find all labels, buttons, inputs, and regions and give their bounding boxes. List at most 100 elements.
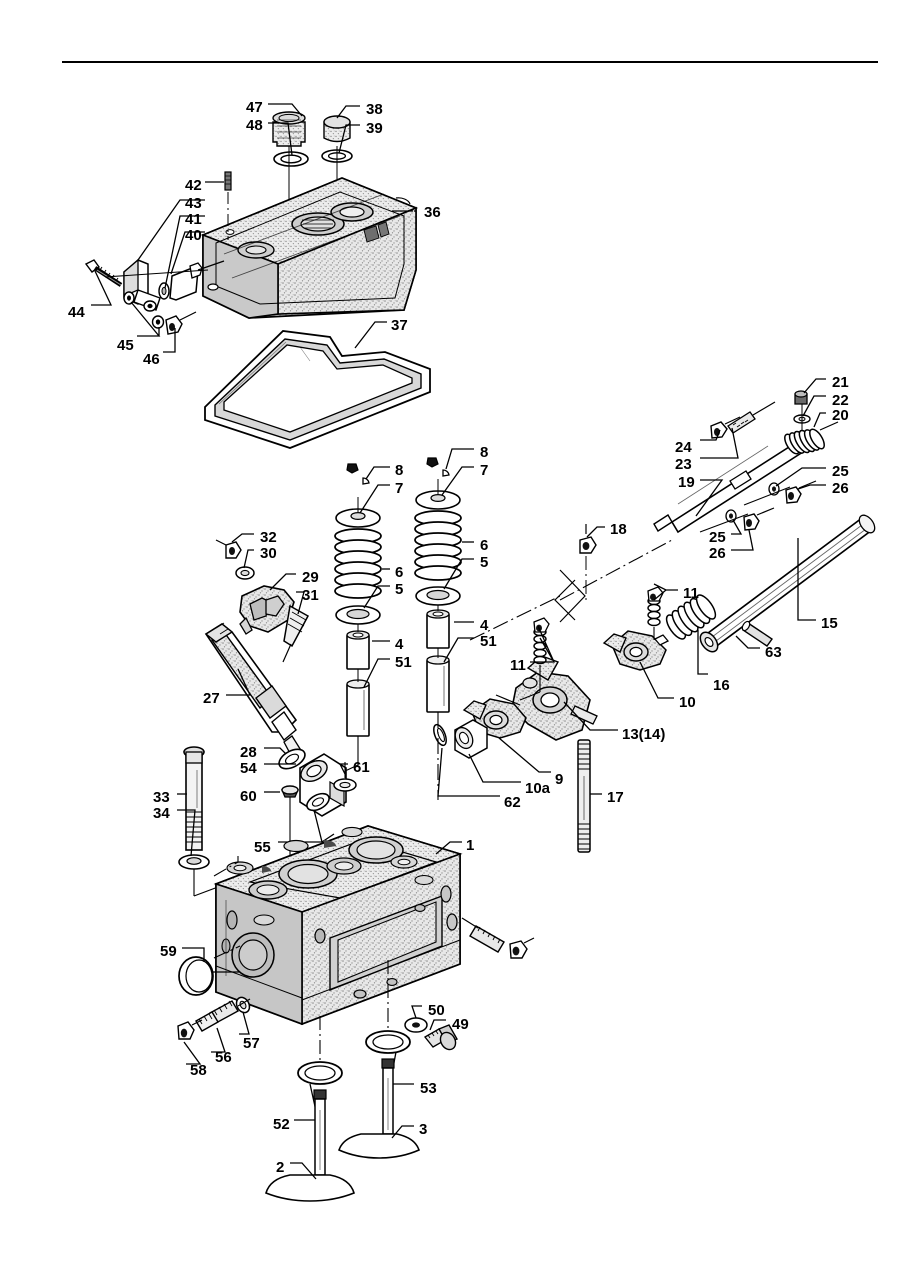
part-4-valve-guide-a: [346, 630, 370, 670]
callout-4-right: 4: [480, 617, 489, 634]
leader-50: [411, 1005, 422, 1019]
leader-18: [586, 526, 605, 538]
part-7-retainer-a: [335, 508, 381, 528]
callout-6-right: 6: [480, 537, 489, 554]
callout-44: 44: [68, 304, 85, 321]
callout-51-right: 51: [480, 633, 497, 650]
callout-55: 55: [254, 839, 271, 856]
leader-46: [163, 328, 176, 353]
callout-49: 49: [452, 1016, 469, 1033]
part-26a-nut: [785, 480, 817, 504]
part-62-circlip: [433, 723, 447, 747]
callout-37: 37: [391, 317, 408, 334]
part-34-washer: [178, 854, 227, 897]
leader-2: [290, 1162, 317, 1180]
callout-26-upper: 26: [832, 480, 849, 497]
leader-8b: [445, 448, 474, 470]
callout-27: 27: [203, 690, 220, 707]
part-24-fitting: [710, 416, 741, 439]
callout-34: 34: [153, 805, 170, 822]
callout-18: 18: [610, 521, 627, 538]
part-63-dowel-pin: [741, 620, 773, 647]
leader-13: [563, 701, 618, 731]
part-5-spring-seat-b: [415, 586, 461, 606]
callout-2: 2: [276, 1159, 285, 1176]
callout-50: 50: [428, 1002, 445, 1019]
callout-62: 62: [504, 794, 521, 811]
callout-43: 43: [185, 195, 202, 212]
leader-22: [802, 395, 826, 417]
callout-16: 16: [713, 677, 730, 694]
leader-25a: [775, 467, 826, 487]
callout-25-upper: 25: [832, 463, 849, 480]
part-37-valve-cover-gasket: [204, 330, 431, 449]
callout-10: 10: [679, 694, 696, 711]
part-10-rocker-arm-right: [602, 630, 670, 671]
part-45-washers: [123, 291, 165, 329]
part-50-washer: [404, 1017, 428, 1033]
part-30-washer: [235, 566, 255, 580]
leader-10: [639, 661, 674, 699]
callout-42: 42: [185, 177, 202, 194]
part-38-breather-cap: [323, 115, 351, 143]
leader-40: [170, 231, 205, 275]
leader-23: [700, 427, 739, 459]
part-32-nut: [215, 539, 242, 559]
part-51-pushrod-b: [426, 655, 450, 713]
part-55-oring: [306, 792, 330, 812]
callout-3: 3: [419, 1121, 428, 1138]
part-16-spring: [665, 594, 717, 640]
part-20-spring: [784, 421, 839, 455]
callout-58: 58: [190, 1062, 207, 1079]
callout-8-right: 8: [480, 444, 489, 461]
part-49-plug: [424, 1024, 459, 1051]
callout-15: 15: [821, 615, 838, 632]
leader-5b: [443, 558, 474, 590]
leader-61: [338, 763, 348, 777]
leader-31: [296, 591, 305, 615]
part-48-seal-ring: [273, 151, 309, 167]
part-41-washer: [158, 282, 170, 300]
leader-3: [391, 1125, 414, 1139]
leader-51b: [443, 637, 474, 663]
leader-15: [797, 538, 816, 621]
callout-23: 23: [675, 456, 692, 473]
leader-20: [813, 412, 826, 428]
leader-5a: [363, 585, 390, 609]
callout-28: 28: [240, 744, 257, 761]
callout-24: 24: [675, 439, 692, 456]
part-58-nut: [177, 1019, 203, 1040]
part-23-banjo-bolt: [727, 401, 776, 434]
leader-63: [735, 635, 760, 649]
part-3-exhaust-valve: [338, 1058, 420, 1159]
callout-17: 17: [607, 789, 624, 806]
part-10a-bush: [454, 719, 488, 759]
leader-28: [264, 747, 287, 755]
part-1-cylinder-head: [213, 825, 463, 1026]
callout-5-right: 5: [480, 554, 489, 571]
leader-26b: [731, 529, 754, 551]
part-18-nut: [579, 524, 597, 554]
leader-38: [336, 105, 360, 119]
leader-16: [697, 630, 708, 675]
leader-11b: [653, 583, 678, 601]
callout-36: 36: [424, 204, 441, 221]
part-51-pushrod-a: [346, 679, 370, 737]
callout-30: 30: [260, 545, 277, 562]
callout-33: 33: [153, 789, 170, 806]
leader-8a: [365, 466, 390, 480]
callout-63: 63: [765, 644, 782, 661]
callout-10a: 10a: [525, 780, 551, 797]
callout-8-left: 8: [395, 462, 404, 479]
callout-40: 40: [185, 227, 202, 244]
part-15-rocker-shaft: [699, 514, 876, 653]
callout-52: 52: [273, 1116, 290, 1133]
leader-43: [137, 199, 205, 261]
leader-58: [183, 1041, 202, 1065]
leader-41: [164, 215, 205, 289]
part-53-valve-seal: [365, 1030, 411, 1054]
callout-9: 9: [555, 771, 564, 788]
leader-32: [231, 533, 254, 543]
callout-22: 22: [832, 392, 849, 409]
